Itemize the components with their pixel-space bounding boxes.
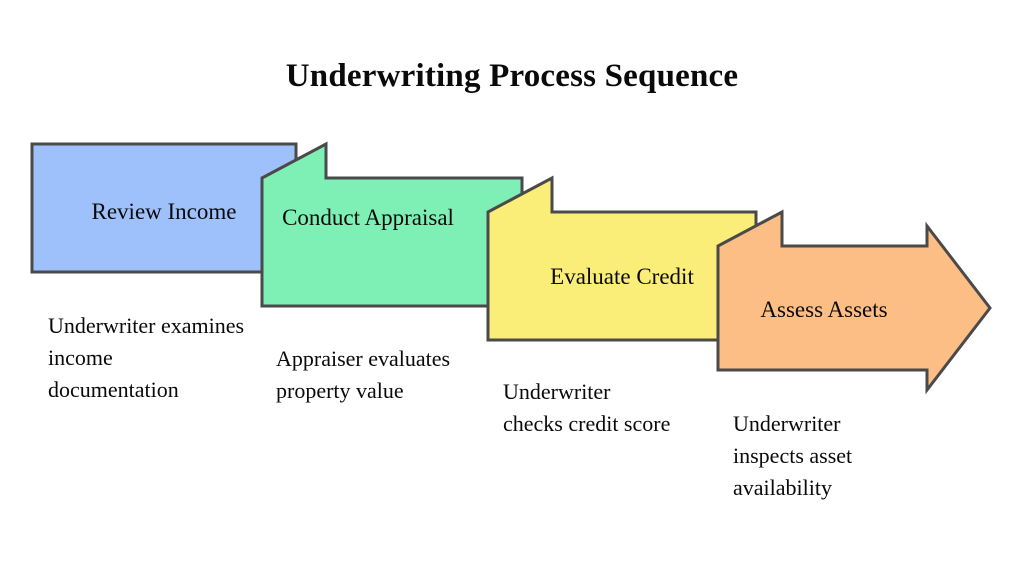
stage-shape-3[interactable] xyxy=(486,175,758,342)
stage-caption-4: Underwriter inspects asset availability xyxy=(733,411,853,501)
stage-shape-2[interactable] xyxy=(260,141,524,308)
stage-caption-1: Underwriter examines income documentatio… xyxy=(48,313,245,403)
stage-body-4[interactable] xyxy=(716,209,992,395)
stage-caption-2: Appraiser evaluates property value xyxy=(276,346,451,404)
page-title: Underwriting Process Sequence xyxy=(285,58,739,94)
stage-body-3[interactable] xyxy=(486,175,758,342)
stage-shape-4[interactable] xyxy=(716,209,992,395)
stage-body-1[interactable] xyxy=(30,142,298,274)
stage-caption-3: Underwriter checks credit score xyxy=(503,379,671,437)
stage-body-2[interactable] xyxy=(260,141,524,308)
stage-shape-1[interactable] xyxy=(30,142,298,274)
